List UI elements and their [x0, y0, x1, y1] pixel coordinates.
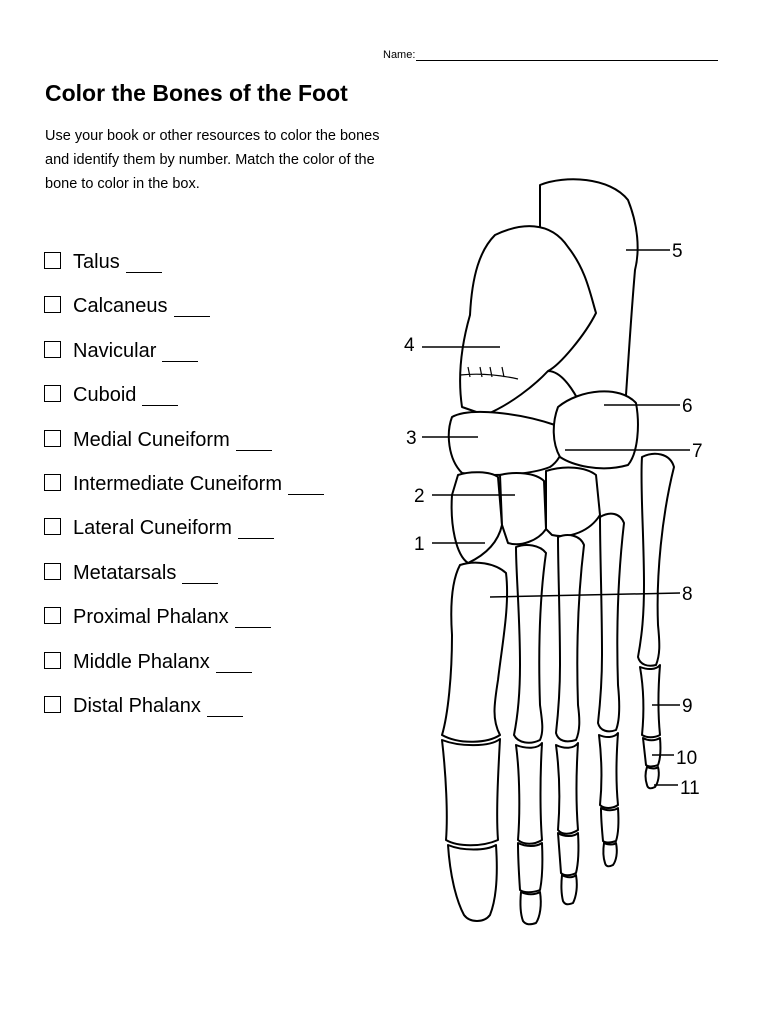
- lateral-cuneiform-bone: [545, 466, 601, 537]
- page-title: Color the Bones of the Foot: [45, 80, 348, 106]
- callout-7: 7: [692, 441, 703, 462]
- callout-3: 3: [406, 428, 417, 449]
- proximal-phalanx-3: [555, 742, 579, 835]
- answer-blank[interactable]: [287, 472, 324, 495]
- callout-9: 9: [682, 696, 693, 717]
- bone-label: Distal Phalanx: [73, 694, 201, 717]
- bone-label: Intermediate Cuneiform: [73, 472, 282, 495]
- list-item: Calcaneus: [44, 294, 324, 338]
- color-box[interactable]: [44, 607, 61, 625]
- list-item: Metatarsals: [44, 561, 324, 605]
- proximal-phalanx-5: [639, 664, 661, 739]
- metatarsal-5: [637, 452, 675, 667]
- bone-checklist: Talus Calcaneus Navicular Cuboid Medial …: [44, 250, 324, 738]
- list-item: Talus: [44, 250, 324, 294]
- name-field[interactable]: Name:: [383, 48, 719, 61]
- metatarsal-4: [597, 512, 625, 733]
- bone-label: Lateral Cuneiform: [73, 517, 232, 540]
- color-box[interactable]: [44, 340, 61, 358]
- color-box[interactable]: [44, 296, 61, 314]
- distal-phalanx-2: [519, 891, 542, 926]
- name-blank-line[interactable]: [416, 48, 719, 61]
- middle-phalanx-4: [600, 807, 620, 844]
- foot-bones-diagram: 1 2 3 4 5 6 7 8 9 10 11: [404, 178, 703, 926]
- middle-phalanx-2: [517, 842, 544, 894]
- list-item: Intermediate Cuneiform: [44, 472, 324, 516]
- metatarsal-2: [513, 544, 547, 744]
- proximal-phalanx-2: [515, 742, 543, 845]
- list-item: Proximal Phalanx: [44, 605, 324, 649]
- callout-8: 8: [682, 584, 693, 605]
- bone-label: Middle Phalanx: [73, 650, 210, 673]
- answer-blank[interactable]: [235, 428, 272, 451]
- color-box[interactable]: [44, 518, 61, 536]
- medial-cuneiform-bone: [450, 471, 503, 564]
- leader-line-8: [489, 592, 681, 598]
- answer-blank[interactable]: [206, 694, 243, 717]
- intermediate-cuneiform-bone: [499, 472, 547, 546]
- callout-6: 6: [682, 396, 693, 417]
- callout-5: 5: [672, 241, 683, 262]
- distal-phalanx-4: [602, 842, 618, 868]
- callout-10: 10: [676, 748, 697, 769]
- metatarsal-1: [441, 561, 509, 743]
- callout-2: 2: [414, 486, 425, 507]
- answer-blank[interactable]: [182, 561, 219, 584]
- proximal-phalanx-1: [441, 738, 501, 847]
- talus-joint-marks: [459, 366, 519, 380]
- proximal-phalanx-4: [598, 732, 619, 809]
- middle-phalanx-5: [642, 737, 662, 768]
- color-box[interactable]: [44, 562, 61, 580]
- list-item: Lateral Cuneiform: [44, 516, 324, 560]
- color-box[interactable]: [44, 473, 61, 491]
- distal-phalanx-1: [447, 844, 498, 922]
- answer-blank[interactable]: [215, 650, 252, 673]
- bone-label: Calcaneus: [73, 295, 168, 318]
- bone-label: Navicular: [73, 339, 157, 362]
- list-item: Navicular: [44, 339, 324, 383]
- bone-label: Metatarsals: [73, 561, 177, 584]
- answer-blank[interactable]: [234, 605, 271, 629]
- color-box[interactable]: [44, 252, 61, 269]
- middle-phalanx-3: [557, 832, 580, 877]
- bone-label: Medial Cuneiform: [73, 428, 230, 451]
- distal-phalanx-3: [560, 874, 578, 906]
- distal-phalanx-5: [644, 766, 660, 790]
- callout-1: 1: [414, 534, 425, 555]
- color-box[interactable]: [44, 385, 61, 403]
- callout-4: 4: [404, 335, 415, 356]
- instructions-text: Use your book or other resources to colo…: [45, 128, 380, 192]
- navicular-bone: [447, 410, 565, 476]
- metatarsal-3: [555, 534, 585, 743]
- talus-bone: [459, 225, 597, 416]
- bone-label: Talus: [73, 251, 120, 273]
- callout-11: 11: [680, 778, 700, 799]
- color-box[interactable]: [44, 429, 61, 447]
- color-box[interactable]: [44, 695, 61, 713]
- name-label: Name:: [383, 49, 416, 61]
- answer-blank[interactable]: [173, 294, 210, 318]
- list-item: Middle Phalanx: [44, 650, 324, 694]
- answer-blank[interactable]: [142, 383, 179, 407]
- list-item: Distal Phalanx: [44, 694, 324, 738]
- cuboid-bone: [552, 390, 639, 470]
- list-item: Medial Cuneiform: [44, 428, 324, 472]
- answer-blank[interactable]: [125, 250, 162, 273]
- answer-blank[interactable]: [162, 339, 199, 362]
- bone-label: Proximal Phalanx: [73, 606, 229, 629]
- bone-label: Cuboid: [73, 384, 137, 407]
- answer-blank[interactable]: [237, 516, 274, 540]
- list-item: Cuboid: [44, 383, 324, 427]
- color-box[interactable]: [44, 651, 61, 669]
